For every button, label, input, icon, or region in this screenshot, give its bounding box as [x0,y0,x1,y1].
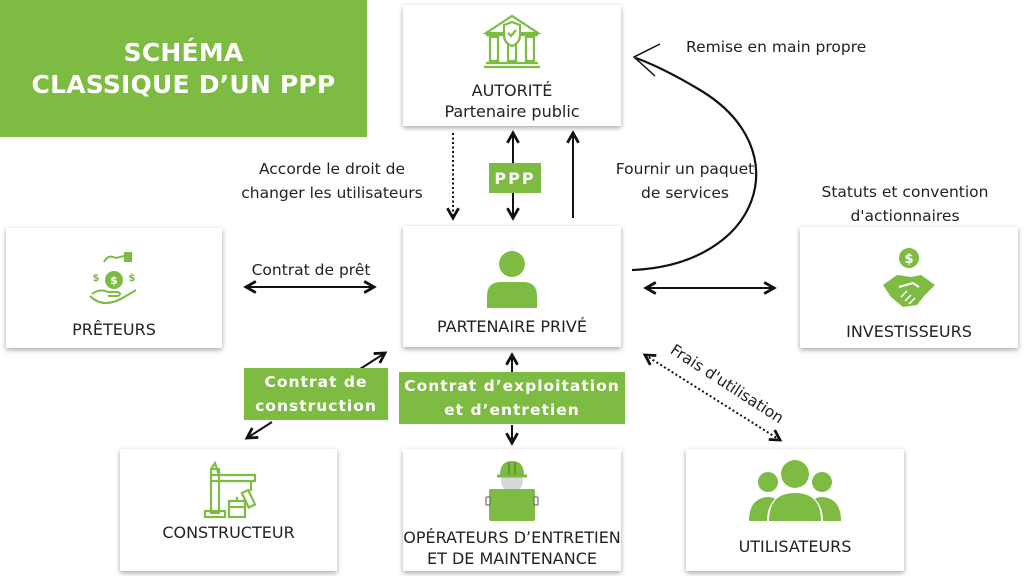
autorite-title: AUTORITÉ [471,81,553,100]
svg-text:$: $ [129,273,136,284]
node-utilisateurs: UTILISATEURS [686,449,904,571]
arrow-remise-head [632,43,661,77]
construction-worker-icon [485,461,539,521]
preteurs-title: PRÊTEURS [72,320,156,339]
title-line-2: CLASSIQUE D’UN PPP [31,69,336,99]
arrow-contrat-construction-up [359,353,385,370]
annotation-accorde-line-1: Accorde le droit de [258,160,406,178]
svg-text:$: $ [110,274,118,287]
tag-contrat-exploitation: Contrat d’exploitation et d’entretien [399,372,625,424]
annotation-fournir-line-1: Fournir un paquet [615,160,755,178]
annotation-contrat-pret-text: Contrat de prêt [251,261,371,279]
annotation-accorde-line-2: changer les utilisateurs [241,184,423,202]
autorite-subtitle: Partenaire public [444,102,580,121]
node-partenaire-prive: PARTENAIRE PRIVÉ [403,226,621,347]
annotation-fournir-line-2: de services [641,184,729,202]
tag-ppp: PPP [489,163,541,193]
annotation-remise-main-propre: Remise en main propre [686,35,866,59]
annotation-remise-text: Remise en main propre [686,38,867,56]
title-line-1: SCHÉMA [123,37,244,67]
hand-money-bag-icon: $ $ $ [89,252,137,304]
utilisateurs-title: UTILISATEURS [738,537,852,556]
investisseurs-title: INVESTISSEURS [846,322,972,341]
node-autorite: AUTORITÉ Partenaire public [403,5,621,126]
handshake-dollar-icon: $ [883,248,935,307]
arrow-remise-main-propre [631,56,758,272]
annotation-statuts-line-2: d'actionnaires [850,207,960,225]
svg-text:$: $ [93,273,100,284]
person-icon [487,251,537,308]
crane-building-icon [203,461,256,519]
node-investisseurs: $ INVESTISSEURS [800,227,1018,348]
node-operateurs: OPÉRATEURS D’ENTRETIEN ET DE MAINTENANCE [403,449,621,571]
svg-text:$: $ [904,252,913,267]
node-constructeur: CONSTRUCTEUR [120,449,337,571]
partenaire-prive-title: PARTENAIRE PRIVÉ [437,317,587,336]
node-preteurs: $ $ $ PRÊTEURS [6,228,222,348]
users-group-icon [749,460,841,521]
annotation-contrat-pret: Contrat de prêt [236,258,386,282]
tag-construction-line-2: construction [255,397,377,415]
constructeur-title: CONSTRUCTEUR [162,523,295,542]
tag-exploitation-line-2: et d’entretien [444,401,580,419]
annotation-statuts-line-1: Statuts et convention [821,183,989,201]
tag-contrat-construction: Contrat de construction [244,368,388,420]
tag-exploitation-line-1: Contrat d’exploitation [404,377,620,395]
government-building-shield-icon [482,14,542,69]
diagram-title: SCHÉMA CLASSIQUE D’UN PPP [0,0,367,137]
annotation-statuts: Statuts et convention d'actionnaires [800,180,1010,228]
operateurs-title-line-1: OPÉRATEURS D’ENTRETIEN [403,528,621,547]
tag-construction-line-1: Contrat de [264,373,368,391]
annotation-accorde-droit: Accorde le droit de changer les utilisat… [222,157,442,205]
annotation-fournir-services: Fournir un paquet de services [600,157,770,205]
arrow-contrat-construction-down [247,421,273,438]
tag-ppp-label: PPP [494,168,536,188]
operateurs-title-line-2: ET DE MAINTENANCE [427,549,597,568]
